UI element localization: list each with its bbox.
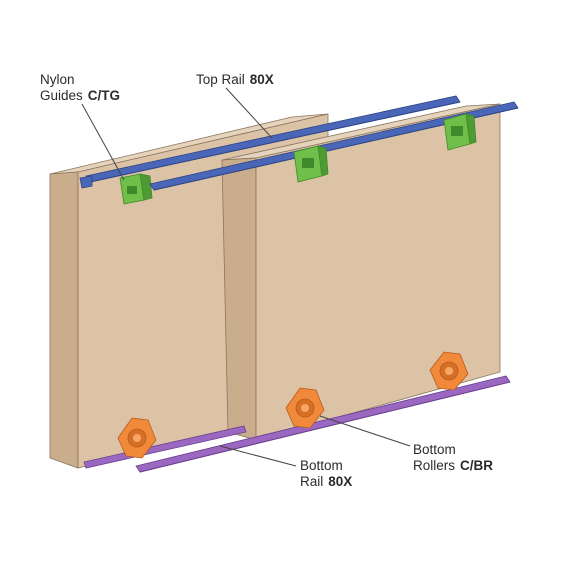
leader-nylon-guides <box>81 103 125 181</box>
top-rail-front <box>79 101 519 191</box>
nylon-guide-front-1 <box>293 145 329 183</box>
bottom-roller-front-2 <box>429 351 469 391</box>
bottom-roller-front-1 <box>285 387 325 429</box>
leader-lines <box>81 87 411 467</box>
rear-door-side-face <box>49 171 79 469</box>
bottom-roller-rear <box>117 417 157 459</box>
front-door-side-face <box>221 157 257 441</box>
front-door-front-face <box>255 103 501 441</box>
nylon-guide-front-2 <box>443 113 477 151</box>
leader-bottom-rail <box>219 445 297 467</box>
nylon-guide-rear <box>119 173 153 205</box>
front-door-panel <box>221 103 501 441</box>
bottom-rail-rear <box>83 425 247 469</box>
leader-bottom-rollers <box>319 415 411 447</box>
leader-top-rail <box>225 87 273 139</box>
